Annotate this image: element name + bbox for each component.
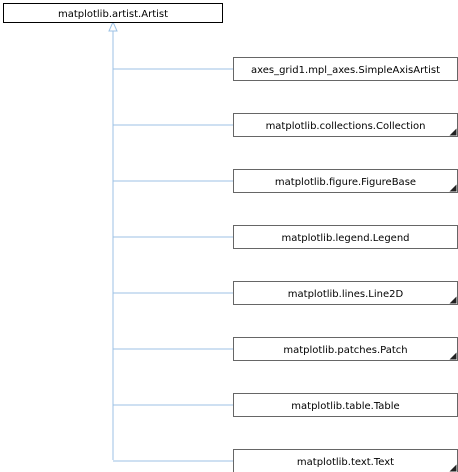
class-node-label: axes_grid1.mpl_axes.SimpleAxisArtist <box>251 65 440 76</box>
class-node-line2d[interactable]: matplotlib.lines.Line2D <box>233 281 458 305</box>
class-node-text[interactable]: matplotlib.text.Text <box>233 449 458 472</box>
class-node-legend[interactable]: matplotlib.legend.Legend <box>233 225 458 249</box>
root-node-box[interactable] <box>3 3 223 23</box>
class-node-label: matplotlib.table.Table <box>291 401 399 412</box>
class-node-label: matplotlib.lines.Line2D <box>288 289 404 300</box>
class-node-collection[interactable]: matplotlib.collections.Collection <box>233 113 458 137</box>
class-node-label: matplotlib.figure.FigureBase <box>275 177 416 188</box>
class-node-table[interactable]: matplotlib.table.Table <box>233 393 458 417</box>
root-node-label: matplotlib.artist.Artist <box>58 9 168 20</box>
collapsed-children-marker <box>449 184 457 192</box>
class-node-simpleaxisartist[interactable]: axes_grid1.mpl_axes.SimpleAxisArtist <box>233 57 458 81</box>
inheritance-arrowhead <box>108 20 118 32</box>
collapsed-children-marker <box>449 128 457 136</box>
class-node-patch[interactable]: matplotlib.patches.Patch <box>233 337 458 361</box>
class-node-figurebase[interactable]: matplotlib.figure.FigureBase <box>233 169 458 193</box>
class-node-label: matplotlib.collections.Collection <box>266 121 426 132</box>
collapsed-children-marker <box>449 296 457 304</box>
class-node-label: matplotlib.patches.Patch <box>283 345 407 356</box>
root-node[interactable]: matplotlib.artist.Artist <box>3 3 223 23</box>
collapsed-children-marker <box>449 352 457 360</box>
class-node-label: matplotlib.text.Text <box>297 457 394 468</box>
class-node-label: matplotlib.legend.Legend <box>281 233 409 244</box>
collapsed-children-marker <box>449 464 457 472</box>
